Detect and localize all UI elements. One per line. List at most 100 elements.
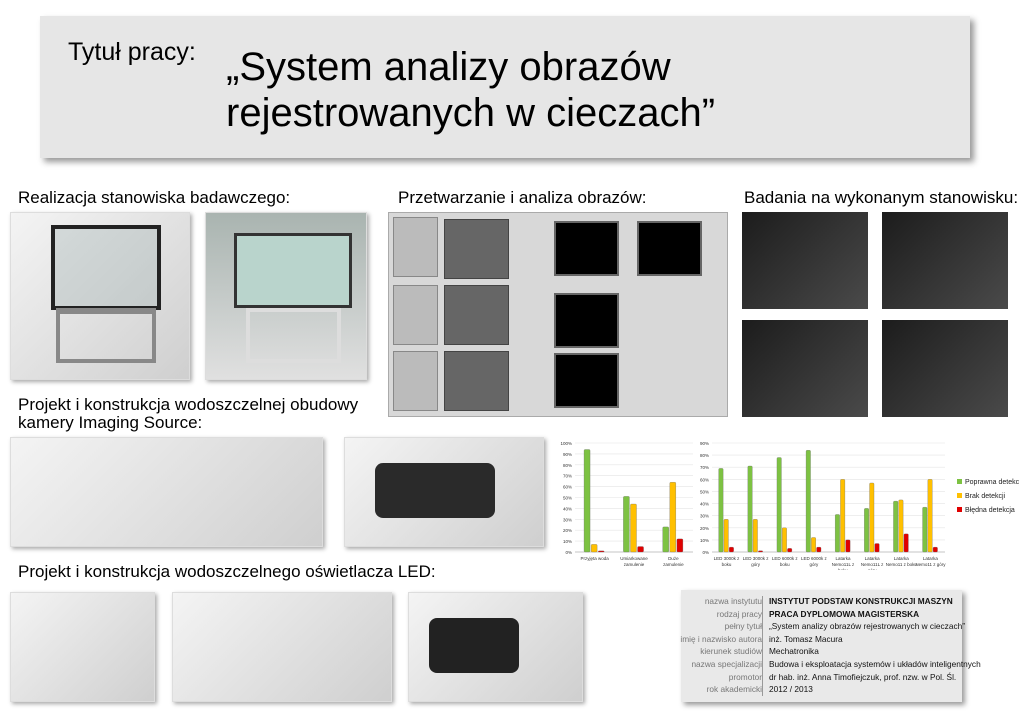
research-image-4 <box>882 320 1008 417</box>
heading-camera-housing: Projekt i konstrukcja wodoszczelnej obud… <box>18 396 358 432</box>
research-image-1 <box>742 212 868 309</box>
bar-poprawna-detekcja <box>583 449 591 553</box>
y-tick-label: 90% <box>563 452 572 457</box>
heading-test-stand: Realizacja stanowiska badawczego: <box>18 188 291 207</box>
bar-poprawna-detekcja <box>747 465 753 553</box>
bar-błędna-detekcja <box>729 547 734 553</box>
bar-błędna-detekcja <box>637 546 644 553</box>
bar-błędna-detekcja <box>874 543 880 553</box>
info-row: imię i nazwisko autora inż. Tomasz Macura <box>680 633 962 646</box>
detection-charts: 0%10%20%30%40%50%60%70%80%90%100%Przyjęt… <box>555 435 1019 570</box>
heading-led: Projekt i konstrukcja wodoszczelnego ośw… <box>18 562 436 581</box>
bar-poprawna-detekcja <box>805 450 811 553</box>
y-tick-label: 80% <box>700 453 709 458</box>
y-tick-label: 50% <box>563 496 572 501</box>
heading-line: Projekt i konstrukcja wodoszczelnej obud… <box>18 395 359 414</box>
y-tick-label: 100% <box>560 441 572 446</box>
camera-housing-photo <box>344 437 544 547</box>
y-tick-label: 70% <box>563 474 572 479</box>
bar-brak-detekcji <box>630 503 637 553</box>
bar-poprawna-detekcja <box>893 500 899 553</box>
y-tick-label: 10% <box>700 538 709 543</box>
info-key: pełny tytuł <box>724 621 762 632</box>
bar-poprawna-detekcja <box>662 526 669 553</box>
bar-brak-detekcji <box>927 479 933 553</box>
info-value: dr hab. inż. Anna Timofiejczuk, prof. nz… <box>769 671 957 682</box>
title-line-2: rejestrowanych w cieczach” <box>226 91 716 135</box>
info-value: PRACA DYPLOMOWA MAGISTERSKA <box>769 608 920 619</box>
info-value: inż. Tomasz Macura <box>769 633 843 644</box>
bar-brak-detekcji <box>811 537 816 553</box>
bar-brak-detekcji <box>590 544 598 553</box>
y-tick-label: 60% <box>700 477 709 482</box>
bar-błędna-detekcja <box>676 538 684 553</box>
y-tick-label: 0% <box>702 550 709 555</box>
bar-poprawna-detekcja <box>864 508 869 553</box>
research-image-3 <box>742 320 868 417</box>
bar-poprawna-detekcja <box>718 468 724 553</box>
y-tick-label: 90% <box>700 441 709 446</box>
info-row: kierunek studiów Mechatronika <box>681 646 962 658</box>
y-tick-label: 20% <box>563 528 572 533</box>
bar-brak-detekcji <box>669 482 676 553</box>
y-tick-label: 60% <box>563 485 572 490</box>
research-image-2 <box>882 212 1008 309</box>
aquarium-render-image <box>10 212 190 380</box>
bar-poprawna-detekcja <box>835 514 840 553</box>
y-tick-label: 30% <box>700 514 709 519</box>
heading-line: kamery Imaging Source: <box>18 413 203 432</box>
bar-błędna-detekcja <box>758 550 763 553</box>
test-stand-photo <box>205 212 367 380</box>
led-photo <box>408 592 583 702</box>
bar-poprawna-detekcja <box>922 507 928 553</box>
y-tick-label: 0% <box>565 550 572 555</box>
info-value: 2012 / 2013 <box>769 684 813 695</box>
info-key: rok akademicki <box>706 684 762 695</box>
labview-screenshot <box>388 212 728 417</box>
bar-błędna-detekcja <box>598 550 605 553</box>
y-tick-label: 10% <box>563 539 572 544</box>
bar-brak-detekcji <box>723 519 729 553</box>
thesis-title: „System analizy obrazów rejestrowanych w… <box>226 44 715 136</box>
info-row: pełny tytuł„System analizy obrazów rejes… <box>681 621 965 633</box>
info-key: imię i nazwisko autora <box>680 633 762 644</box>
info-key: kierunek studiów <box>700 646 762 657</box>
bar-brak-detekcji <box>752 519 758 553</box>
y-tick-label: 70% <box>700 465 709 470</box>
y-tick-label: 50% <box>700 489 709 494</box>
info-value: INSTYTUT PODSTAW KONSTRUKCJI MASZYN <box>769 596 953 606</box>
legend-label: Poprawna detekcja <box>965 479 1019 486</box>
y-tick-label: 30% <box>563 517 572 522</box>
x-tick-label: Przyjęta woda <box>581 556 610 561</box>
led-render-image <box>10 592 155 702</box>
info-key: nazwa specjalizacji <box>691 659 762 669</box>
bar-brak-detekcji <box>869 482 875 553</box>
led-exploded-render <box>172 592 392 702</box>
bar-błędna-detekcja <box>787 548 793 553</box>
legend-swatch <box>957 479 962 484</box>
info-row: rok akademicki 2012 / 2013 <box>681 684 962 696</box>
bar-błędna-detekcja <box>932 547 938 553</box>
legend-swatch <box>957 493 962 498</box>
y-tick-label: 80% <box>563 463 572 468</box>
divider <box>762 596 763 696</box>
info-value: Mechatronika <box>769 646 819 657</box>
legend-label: Brak detekcji <box>965 493 1006 500</box>
bar-brak-detekcji <box>898 499 904 553</box>
bar-poprawna-detekcja <box>776 457 782 553</box>
